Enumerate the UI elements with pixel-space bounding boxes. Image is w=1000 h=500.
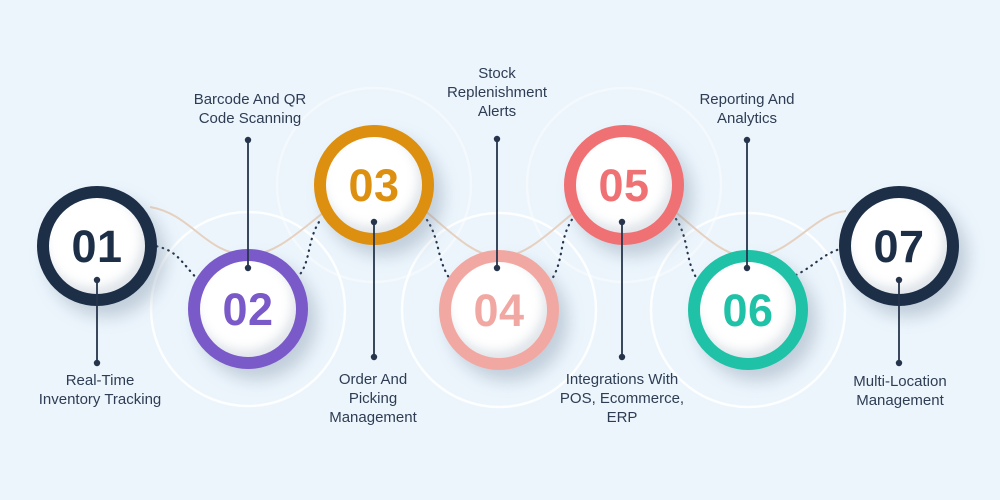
white-ring-circle xyxy=(400,211,598,409)
connector-dotted-06-07 xyxy=(794,245,849,277)
connector-dotted-02-03 xyxy=(295,217,323,280)
step-number-04: 04 xyxy=(473,284,525,336)
step-label-03: Order And Picking Management xyxy=(329,371,417,426)
step-circle-05: 05 xyxy=(564,125,684,245)
step-label-05: Integrations With POS, Ecommerce, ERP xyxy=(559,371,685,426)
white-ring-circle xyxy=(525,86,723,284)
step-label-01: Real-Time Inventory Tracking xyxy=(38,372,162,408)
wave-line xyxy=(149,185,847,259)
step-circle-06: 06 xyxy=(688,250,808,370)
step-number-06: 06 xyxy=(722,284,774,336)
step-label-04: Stock Replenishment Alerts xyxy=(446,65,548,120)
connector-dotted-01-02 xyxy=(149,243,203,285)
step-label-06: Reporting And Analytics xyxy=(699,91,795,127)
step-circle-02: 02 xyxy=(188,249,308,369)
white-ring-circle xyxy=(649,211,847,409)
connector-dotted-04-05 xyxy=(548,216,575,284)
step-number-07: 07 xyxy=(873,220,925,272)
step-number-03: 03 xyxy=(348,159,400,211)
step-number-05: 05 xyxy=(598,159,650,211)
step-circle-07: 07 xyxy=(839,186,959,306)
step-label-07: Multi-Location Management xyxy=(853,373,947,409)
step-circle-04: 04 xyxy=(439,250,559,370)
step-number-02: 02 xyxy=(222,283,274,335)
step-label-02: Barcode And QR Code Scanning xyxy=(193,91,307,127)
step-circle-03: 03 xyxy=(314,125,434,245)
connector-dotted-05-06 xyxy=(674,217,701,284)
step-number-01: 01 xyxy=(71,220,123,272)
step-circle-01: 01 xyxy=(37,186,157,306)
